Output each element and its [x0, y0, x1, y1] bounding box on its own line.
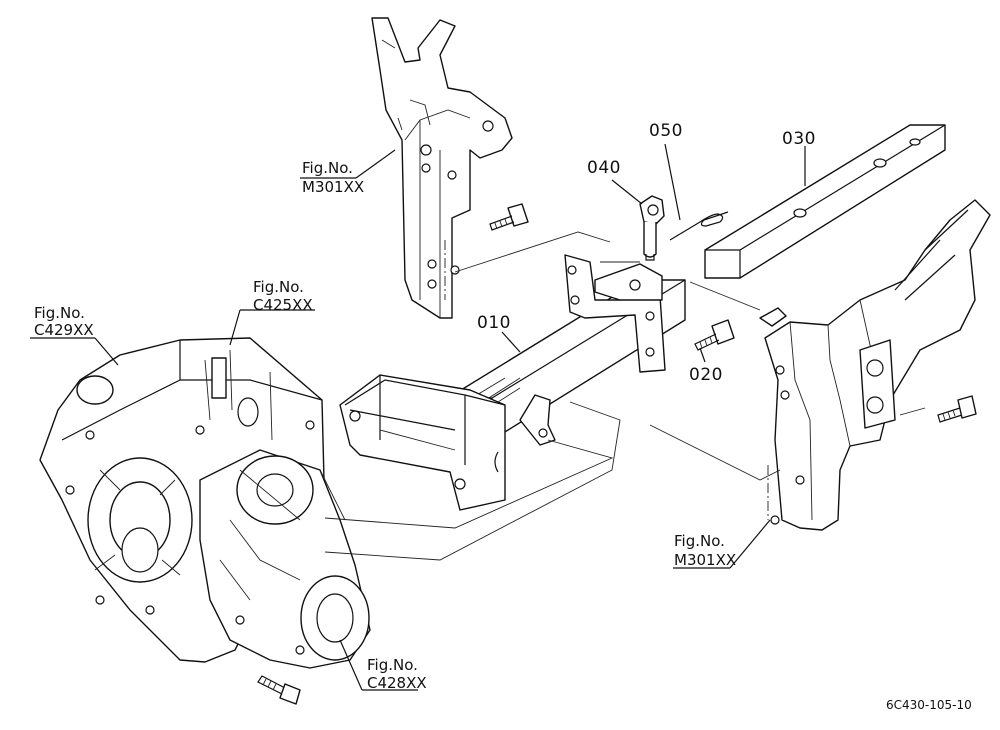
fig-label-c428: Fig.No. [367, 656, 418, 674]
assembly-lines [324, 231, 926, 561]
drawbar-010 [339, 254, 686, 511]
clip-050 [669, 211, 729, 241]
fig-ref-c429: C429XX [34, 321, 94, 339]
part-number-030: 030 [782, 129, 816, 149]
fig-ref-c425: C425XX [253, 296, 313, 314]
fig-ref-m301-top: M301XX [302, 178, 364, 196]
bolt-020 [694, 319, 735, 351]
right-frame [759, 199, 991, 531]
fig-label-m301-top: Fig.No. [302, 159, 353, 177]
transmission-case [39, 337, 371, 705]
bar-030 [704, 124, 946, 279]
part-number-020: 020 [689, 365, 723, 385]
bolt-right-frame [937, 395, 977, 423]
upper-frame-bracket [371, 17, 529, 319]
pin-040 [639, 195, 665, 261]
fig-ref-m301-right: M301XX [674, 551, 736, 569]
bolt-upper [489, 203, 529, 231]
fig-label-m301-right: Fig.No. [674, 532, 725, 550]
fig-label-c429: Fig.No. [34, 304, 85, 322]
part-number-040: 040 [587, 158, 621, 178]
drawing-code: 6C430-105-10 [886, 698, 972, 712]
fig-label-c425: Fig.No. [253, 278, 304, 296]
part-number-050: 050 [649, 121, 683, 141]
bolt-lower [257, 675, 301, 705]
leader-lines [30, 143, 806, 691]
fig-ref-c428: C428XX [367, 674, 427, 692]
part-number-010: 010 [477, 313, 511, 333]
